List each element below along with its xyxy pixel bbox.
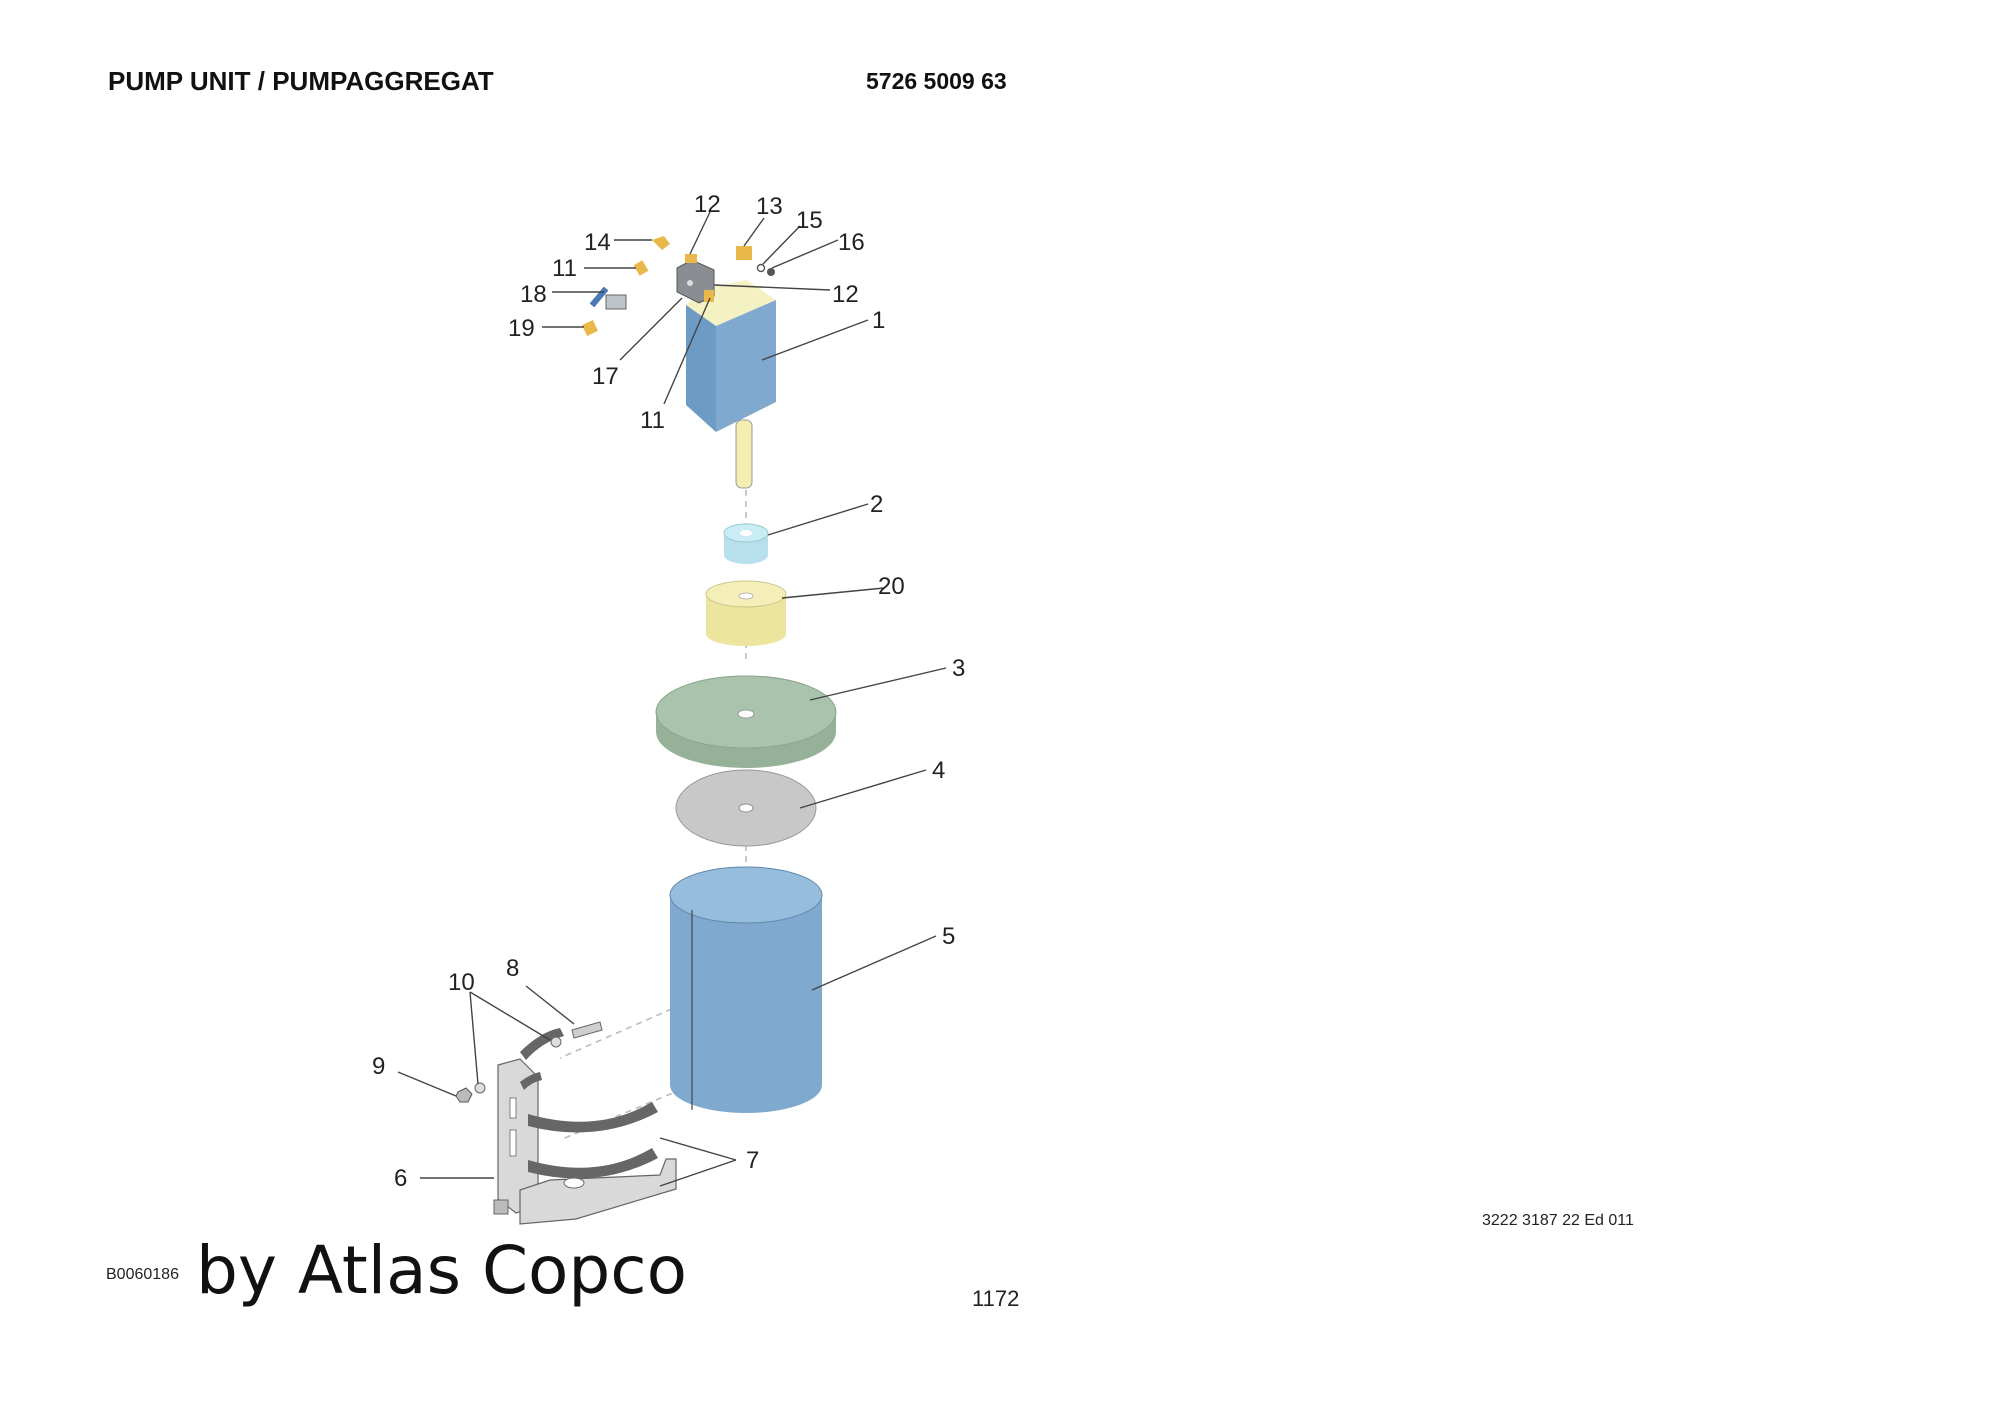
brand-watermark: by Atlas Copco xyxy=(196,1232,687,1309)
follower-plate xyxy=(675,769,817,847)
clamp-axis-line xyxy=(559,1084,693,1141)
callout-10: 10 xyxy=(448,969,475,996)
callout-5: 5 xyxy=(942,923,955,950)
callout-4: 4 xyxy=(932,757,945,784)
fitting-11-lower xyxy=(704,290,714,302)
plug-16 xyxy=(767,268,775,276)
elbow-fitting-14 xyxy=(652,236,670,250)
callout-8: 8 xyxy=(506,955,519,982)
nut xyxy=(723,523,769,564)
callout-1: 1 xyxy=(872,307,885,334)
bolt-8 xyxy=(571,1021,603,1039)
pump-motor-front xyxy=(716,300,776,432)
callout-11-lower: 11 xyxy=(640,407,665,434)
page-title: PUMP UNIT / PUMPAGGREGAT xyxy=(108,66,494,96)
fitting-11-upper xyxy=(633,260,649,276)
callout-3: 3 xyxy=(952,655,965,682)
fitting-13 xyxy=(736,246,752,260)
pump-shaft xyxy=(735,419,753,489)
mounting-bracket xyxy=(455,1021,677,1225)
callout-19: 19 xyxy=(508,315,535,342)
nut-9 xyxy=(455,1087,473,1103)
callout-12-lower: 12 xyxy=(832,281,859,308)
reservoir-lid xyxy=(655,675,837,768)
callout-13: 13 xyxy=(756,193,783,220)
callout-9: 9 xyxy=(372,1053,385,1080)
fitting-19 xyxy=(582,320,598,336)
callout-20: 20 xyxy=(878,573,905,600)
clamp-upper-top xyxy=(520,1028,564,1060)
callout-12-upper: 12 xyxy=(694,191,721,218)
callout-14: 14 xyxy=(584,229,611,256)
part-number: 5726 5009 63 xyxy=(866,68,1007,94)
washer-15 xyxy=(756,263,766,273)
pump-motor xyxy=(686,280,776,489)
washer-10-upper xyxy=(550,1036,562,1048)
callout-7: 7 xyxy=(746,1147,759,1174)
fitting-12-upper xyxy=(685,254,697,263)
bracket-foot xyxy=(519,1158,677,1225)
foam-filter xyxy=(705,580,787,646)
callout-17: 17 xyxy=(592,363,619,390)
washer-10-lower xyxy=(474,1082,486,1094)
image-code: B0060186 xyxy=(106,1266,179,1283)
clamp-upper xyxy=(528,1102,658,1133)
callout-6: 6 xyxy=(394,1165,407,1192)
clamp-lower xyxy=(528,1148,658,1179)
page-number: 1172 xyxy=(972,1286,1020,1311)
callout-16: 16 xyxy=(838,229,865,256)
callout-15: 15 xyxy=(796,207,823,234)
reservoir xyxy=(669,866,823,1113)
callout-11-upper: 11 xyxy=(552,255,577,282)
ball-valve-18 xyxy=(605,294,627,310)
callout-2: 2 xyxy=(870,491,883,518)
callout-18: 18 xyxy=(520,281,547,308)
pump-motor-side xyxy=(686,305,716,432)
document-reference: 3222 3187 22 Ed 011 xyxy=(1482,1212,1634,1229)
